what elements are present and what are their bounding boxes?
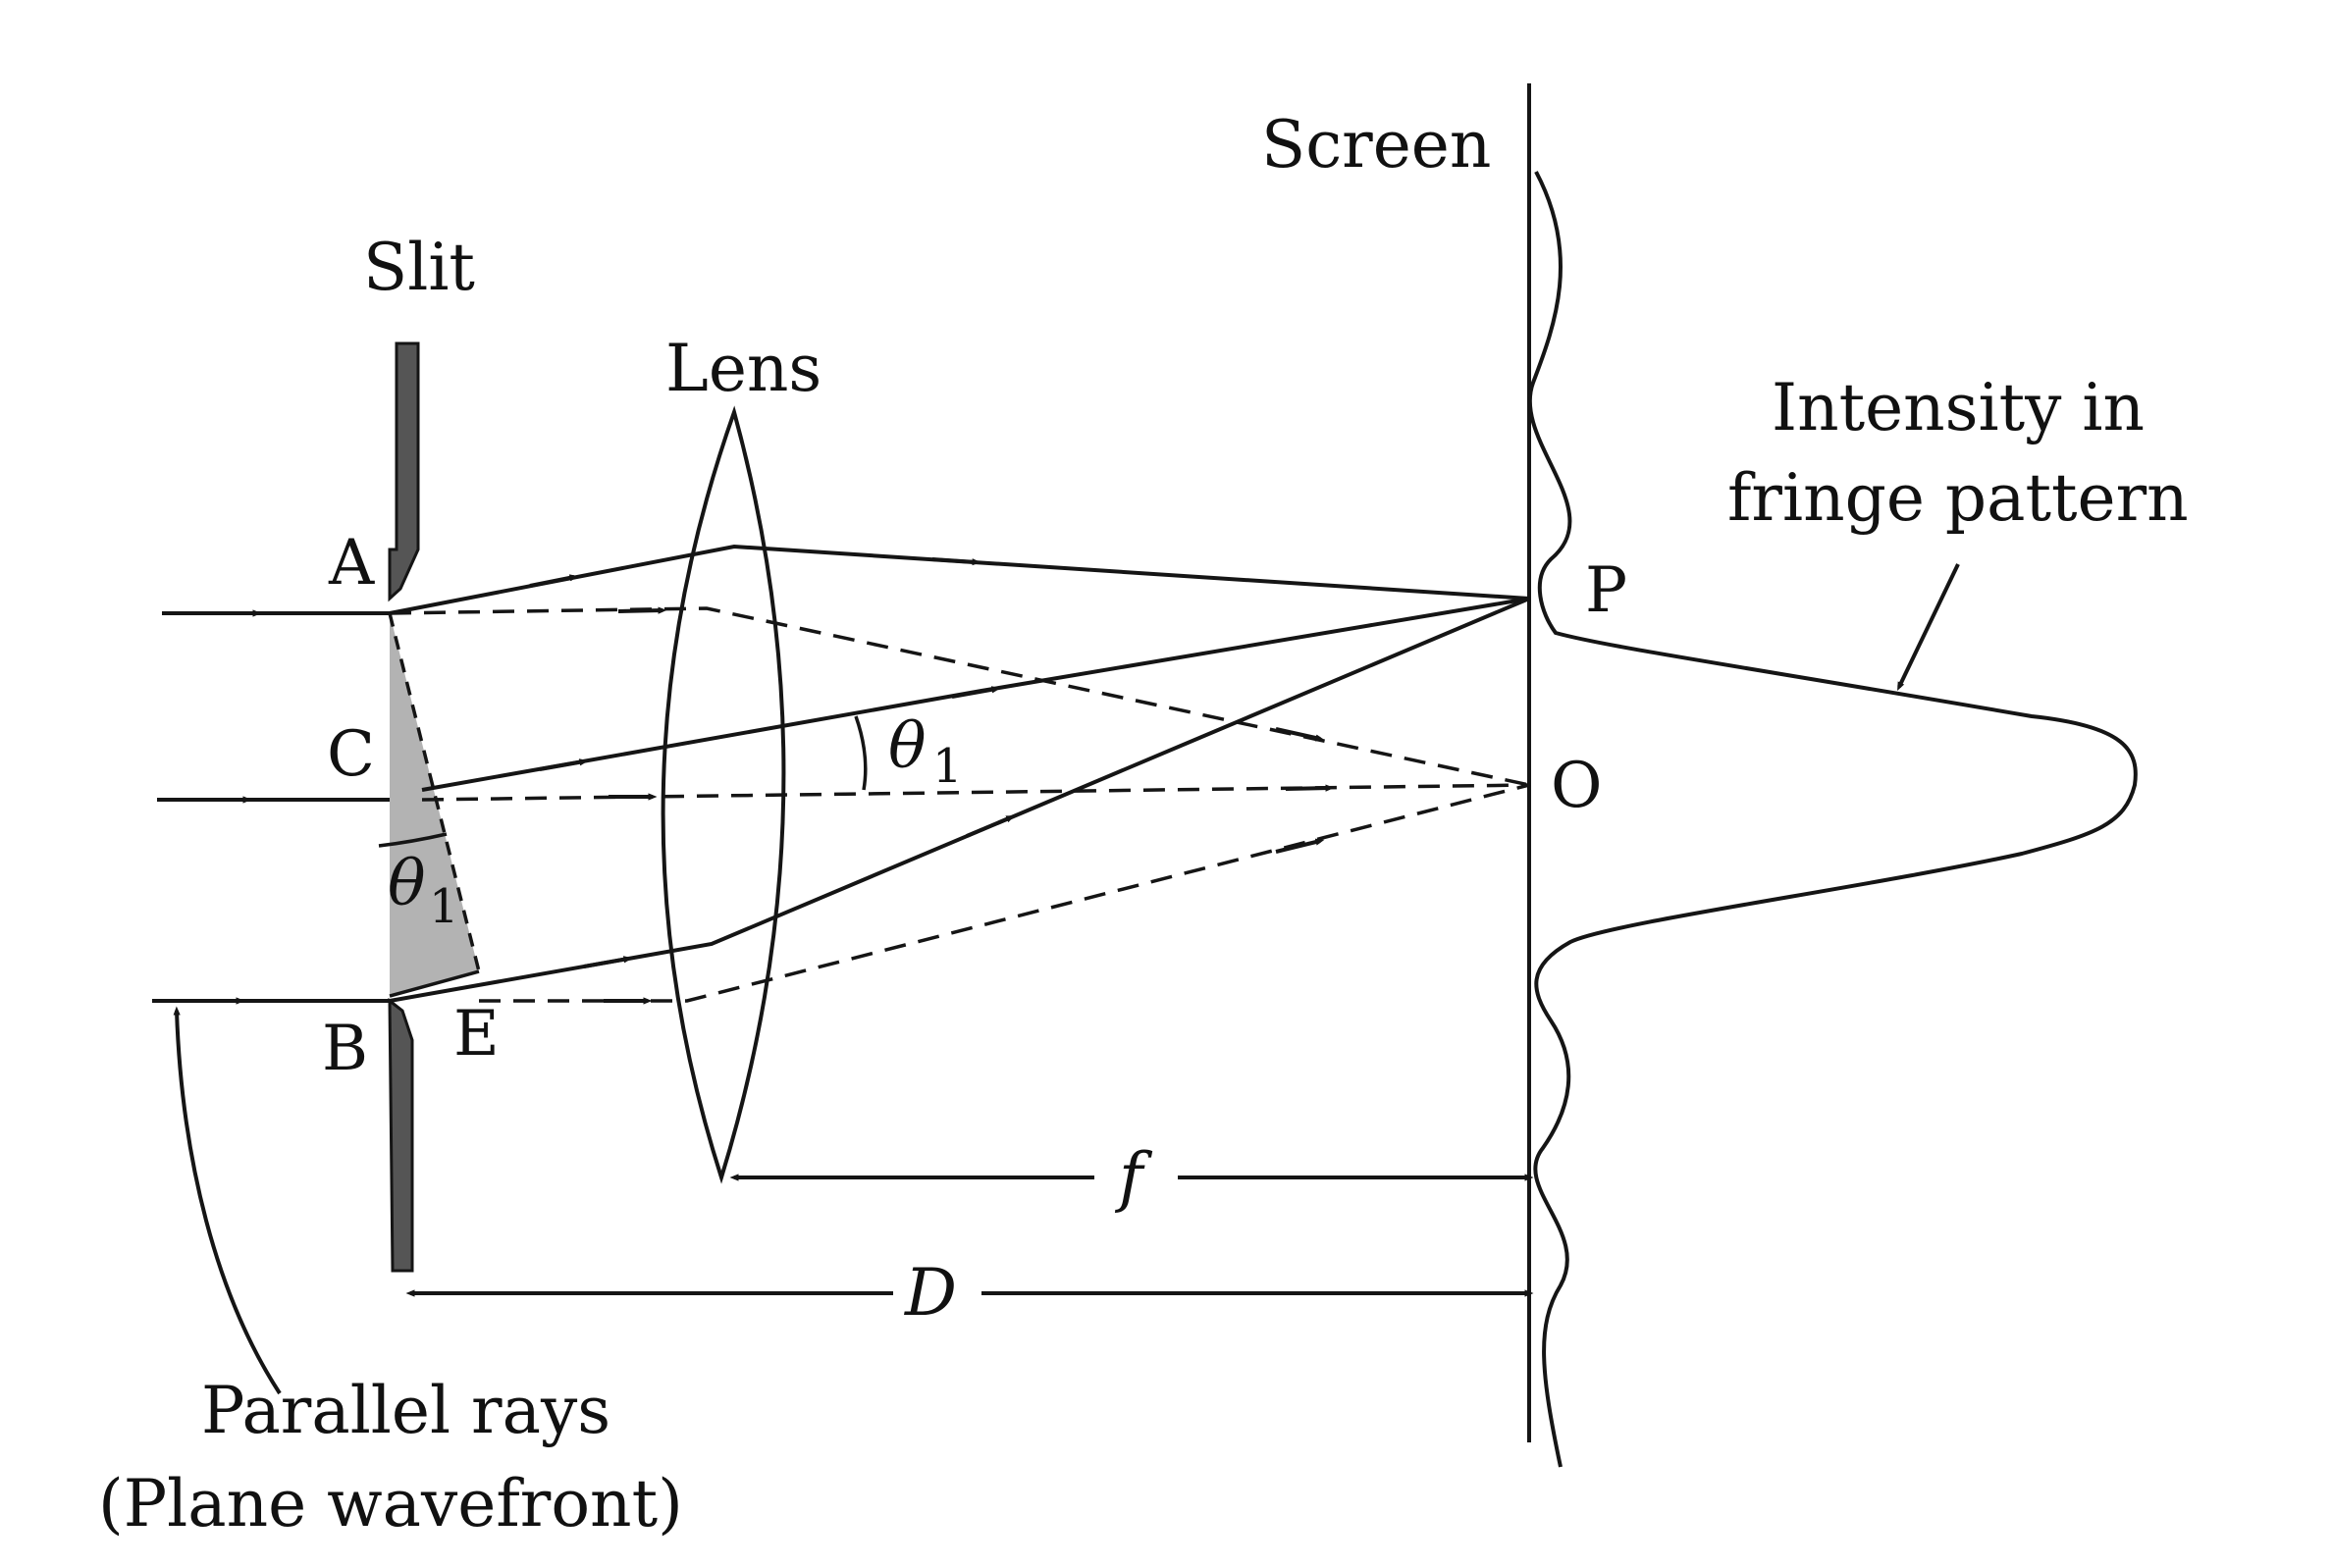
label-distance: D — [904, 1255, 957, 1331]
wavefront-ce-dashed — [388, 612, 481, 972]
label-parallel-line1: Parallel rays — [201, 1373, 610, 1448]
label-slit: Slit — [363, 230, 475, 305]
parallel-rays-pointer-arrow — [173, 1006, 282, 1395]
arrow-dash-c-2 — [1285, 784, 1335, 792]
triangle-edge-be — [389, 969, 480, 998]
label-theta-lower: θ — [388, 848, 426, 920]
label-screen: Screen — [1261, 107, 1491, 183]
slit-upper-plate — [388, 341, 420, 602]
label-parallel-line2: (Plane wavefront) — [98, 1466, 683, 1542]
undeviated-ray-a — [389, 606, 1530, 787]
arrow-dash-b-2 — [1275, 838, 1325, 854]
intensity-pointer-arrow — [1897, 563, 1960, 692]
label-focal-length: f — [1114, 1139, 1153, 1215]
label-point-p: P — [1585, 554, 1627, 627]
arrow-dash-a-1 — [617, 606, 667, 614]
label-lens: Lens — [665, 331, 822, 406]
slit-lower-plate — [388, 997, 414, 1273]
label-point-e: E — [453, 998, 500, 1071]
arrow-ray-b-1 — [583, 956, 633, 968]
label-point-o: O — [1551, 750, 1602, 822]
diffracted-ray-b — [389, 597, 1530, 1003]
arrow-ray-c-2 — [951, 686, 1001, 699]
intensity-curve — [1527, 171, 2138, 1468]
arrow-ray-a-2 — [931, 557, 981, 566]
theta-arc-upper — [854, 715, 868, 791]
label-point-c: C — [327, 718, 375, 791]
label-point-b: B — [322, 1013, 368, 1085]
label-intensity-line2: fringe pattern — [1727, 460, 2189, 536]
theta-arc-lower — [378, 832, 448, 848]
diffracted-ray-a — [389, 544, 1530, 615]
arrow-dash-a-2 — [1275, 727, 1325, 742]
convex-lens — [661, 405, 786, 1184]
arrow-ray-c-1 — [539, 758, 589, 771]
arrow-ray-b-2 — [966, 815, 1016, 838]
label-theta-lower-sub: 1 — [429, 879, 459, 934]
label-point-a: A — [328, 527, 375, 600]
label-intensity-line1: Intensity in — [1772, 370, 2145, 445]
label-theta-upper: θ — [888, 710, 927, 783]
label-theta-upper-sub: 1 — [932, 739, 963, 794]
arrow-ray-a-1 — [529, 574, 579, 588]
undeviated-ray-c — [421, 783, 1530, 802]
undeviated-ray-b — [479, 783, 1530, 1003]
